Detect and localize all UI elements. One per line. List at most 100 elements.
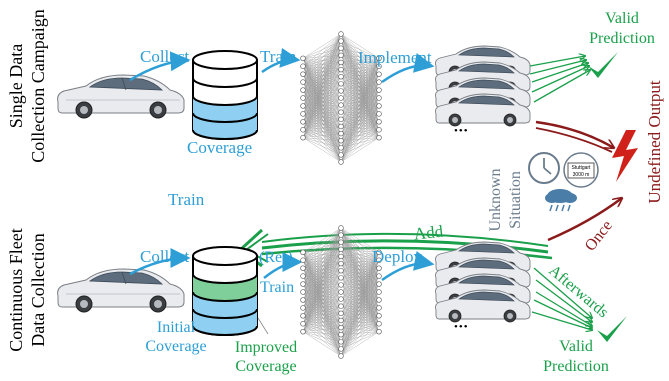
- nn-edge: [340, 82, 380, 120]
- undefined-output-label: Undefined Output: [645, 80, 664, 204]
- train-label-middle: Train: [168, 190, 205, 209]
- nn-edge: [302, 33, 342, 130]
- nn-edge: [302, 33, 342, 138]
- nn-edge: [340, 283, 380, 328]
- row-label-bottom: Continuous Fleet Data Collection: [6, 228, 48, 352]
- nn-node: [338, 260, 344, 267]
- nn-node: [300, 127, 306, 133]
- nn-edge: [340, 89, 380, 148]
- nn-edge: [302, 55, 342, 114]
- nn-edge: [302, 97, 342, 115]
- nn-edge: [340, 58, 380, 134]
- nn-edge: [340, 89, 380, 106]
- nn-edge: [302, 41, 342, 91]
- nn-edge: [340, 66, 380, 99]
- nn-node: [300, 134, 306, 141]
- nn-edge: [340, 97, 380, 141]
- city-sign-icon: Stuttgart 3000 m: [563, 152, 599, 188]
- nn-edge: [340, 113, 380, 134]
- nn-edge: [340, 90, 380, 115]
- nn-edge: [340, 74, 380, 120]
- nn-edge: [340, 105, 380, 134]
- nn-edge: [340, 283, 380, 293]
- nn-edge: [340, 112, 380, 122]
- nn-edge: [302, 277, 342, 285]
- improved-coverage-line2: Coverage: [235, 358, 296, 375]
- nn-edge: [340, 89, 380, 92]
- implement-label: Implement: [358, 48, 432, 67]
- nn-edge: [302, 62, 342, 138]
- nn-edge: [340, 104, 380, 122]
- row-label-top-line1: Single Data: [6, 44, 26, 128]
- nn-edge: [302, 291, 342, 324]
- nn-edge: [340, 283, 380, 286]
- nn-edge: [302, 76, 342, 138]
- nn-edge: [302, 323, 342, 335]
- nn-node: [300, 63, 306, 69]
- nn-edge: [302, 112, 342, 138]
- nn-edge: [340, 291, 380, 349]
- nn-edge: [302, 284, 342, 332]
- nn-edge: [302, 83, 342, 138]
- deploy-label: Deploy: [372, 247, 423, 266]
- nn-edge: [302, 256, 342, 277]
- nn-edge: [302, 256, 342, 301]
- nn-edge: [302, 298, 342, 332]
- nn-edge: [302, 263, 342, 316]
- nn-edge: [340, 276, 380, 357]
- nn-edge: [302, 242, 342, 332]
- nn-edge: [340, 58, 380, 120]
- nn-edge: [340, 268, 380, 314]
- nn-edge: [302, 263, 342, 332]
- nn-edge: [302, 81, 342, 106]
- nn-edge: [340, 323, 380, 350]
- nn-edge: [340, 82, 380, 148]
- retrain-label-line2: Train: [260, 279, 294, 296]
- nn-edge: [302, 249, 342, 277]
- nn-edge: [302, 62, 342, 91]
- nn-edge: [340, 137, 380, 156]
- nn-edge: [340, 227, 380, 261]
- nn-node: [376, 328, 382, 335]
- nn-edge: [302, 33, 342, 99]
- sign-text-line1: Stuttgart: [572, 165, 592, 171]
- nn-edge: [302, 277, 342, 332]
- nn-node: [338, 324, 344, 331]
- nn-edge: [340, 291, 380, 321]
- nn-edge: [302, 283, 342, 300]
- nn-edge: [340, 66, 380, 163]
- nn-edge: [340, 252, 380, 349]
- train-arrow-top: [261, 47, 301, 74]
- nn-edge: [340, 268, 380, 357]
- nn-edge: [302, 227, 342, 316]
- nn-edge: [340, 105, 380, 113]
- nn-edge: [302, 119, 342, 130]
- nn-edge: [302, 48, 342, 99]
- nn-edge: [340, 137, 380, 163]
- nn-edge: [340, 260, 380, 300]
- nn-edge: [302, 234, 342, 269]
- ellipsis-bottom: •••: [454, 321, 469, 333]
- nn-edge: [340, 74, 380, 106]
- nn-edge: [340, 82, 380, 163]
- nn-edge: [340, 89, 380, 134]
- nn-edge: [302, 277, 342, 309]
- nn-node: [338, 239, 344, 245]
- implement-arrow: [381, 53, 435, 84]
- nn-edge: [340, 276, 380, 328]
- nn-edge: [340, 82, 380, 134]
- nn-edge: [340, 268, 380, 321]
- nn-node: [338, 253, 344, 260]
- nn-edge: [302, 104, 342, 122]
- nn-edge: [340, 252, 380, 271]
- nn-edge: [340, 256, 380, 261]
- checkmark-icon-top: [588, 52, 618, 78]
- nn-edge: [302, 263, 342, 277]
- nn-node: [376, 273, 382, 279]
- nn-edge: [302, 129, 342, 134]
- nn-edge: [302, 129, 342, 156]
- nn-edge: [340, 268, 380, 300]
- nn-edge: [340, 90, 380, 99]
- nn-edge: [302, 89, 342, 106]
- valid-arrows-top: [529, 56, 590, 103]
